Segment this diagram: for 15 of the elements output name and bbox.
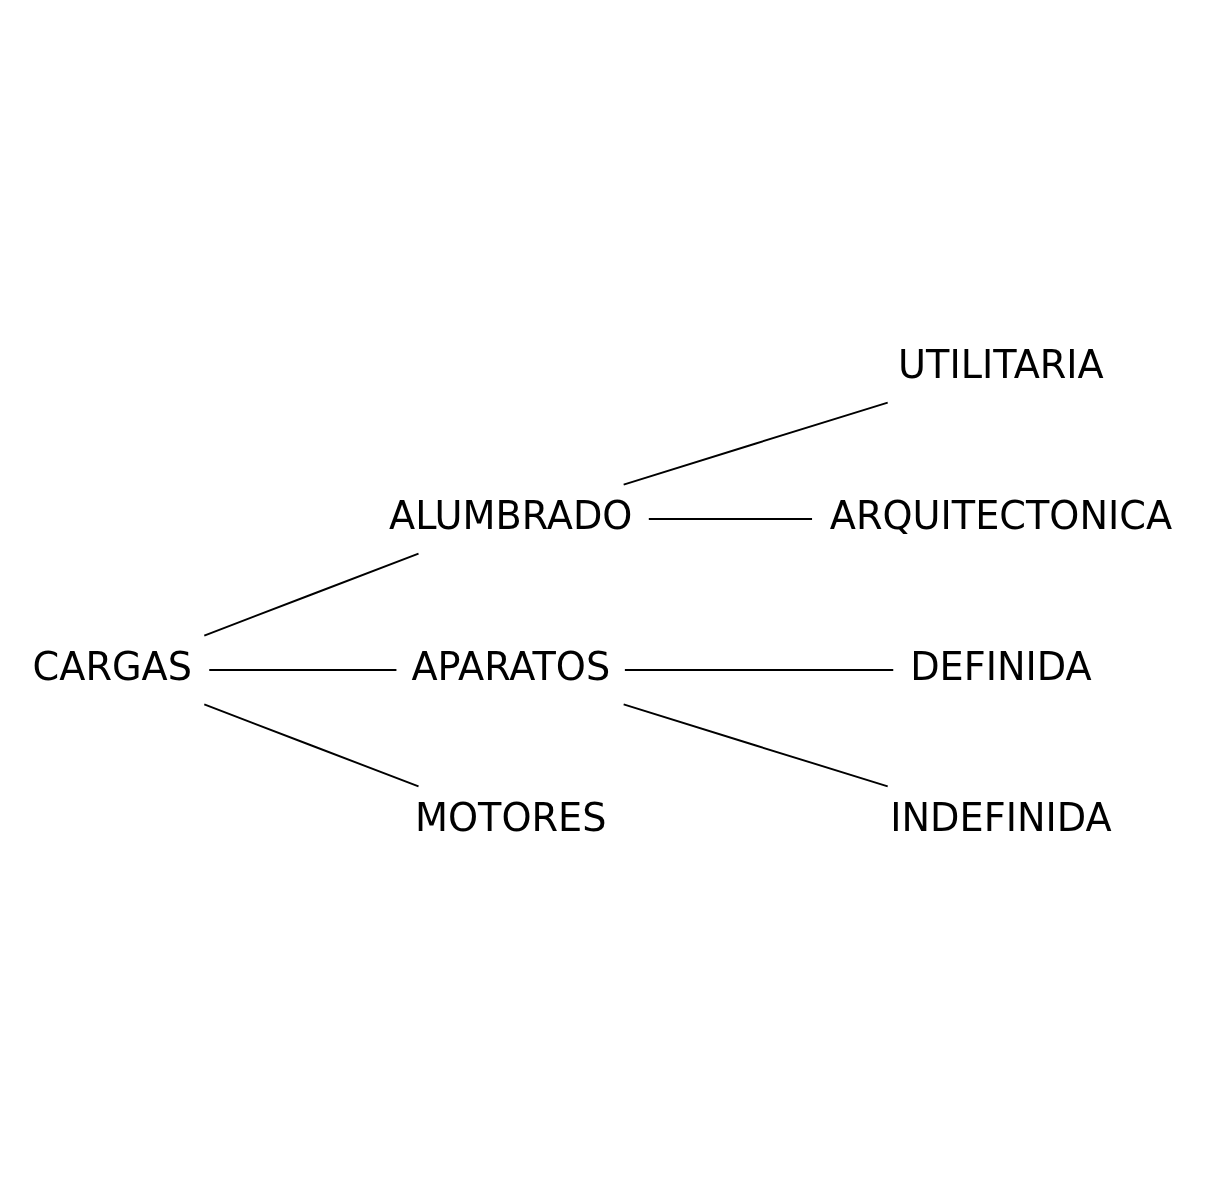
node-text: ARQUITECTONICA [829, 493, 1173, 538]
node-text: UTILITARIA [898, 342, 1104, 387]
connector [203, 552, 420, 637]
node-text: ALUMBRADO [389, 493, 633, 538]
connector [622, 703, 889, 788]
node-text: DEFINIDA [910, 644, 1092, 689]
connector [208, 669, 398, 671]
node-text: CARGAS [32, 644, 193, 689]
node-text: MOTORES [415, 795, 607, 840]
connector [203, 703, 420, 788]
connector [622, 401, 889, 486]
node-text: APARATOS [411, 644, 611, 689]
connector [647, 518, 813, 520]
connector [623, 669, 895, 671]
node-text: INDEFINIDA [890, 795, 1112, 840]
